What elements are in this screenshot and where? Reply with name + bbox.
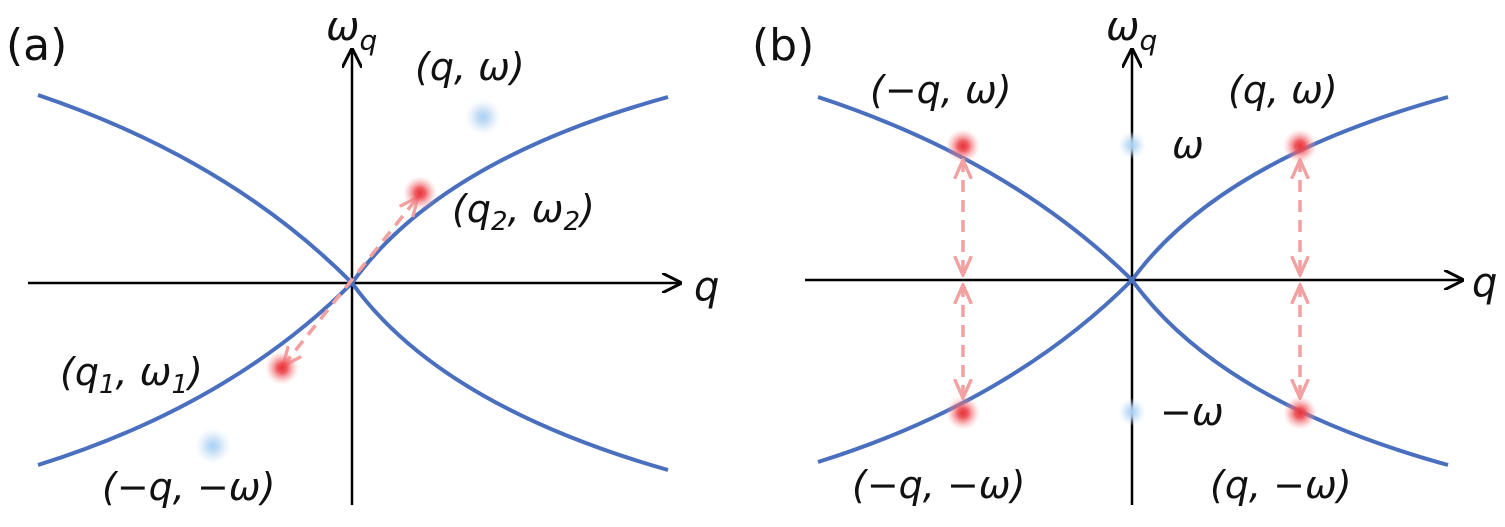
panel-a-point-neg-q-neg-omega — [195, 428, 231, 464]
panel-b-right-branch — [1129, 95, 1449, 467]
panel-b-label-neg-q-omega: (−q, ω) — [870, 68, 1012, 112]
panel-b-label-q-omega: (q, ω) — [1228, 68, 1338, 112]
panel-b-label-neg-q-neg-omega: (−q, −ω) — [852, 463, 1025, 507]
panel-a-x-axis-label: q — [694, 264, 719, 310]
panel-a-y-axis-label: ωq — [326, 4, 377, 57]
panel-b-point-omega — [1118, 131, 1146, 159]
panel-a-label-q2-omega2: (q2, ω2) — [452, 187, 595, 237]
panel-b-y-axis-label: ωq — [1106, 4, 1157, 57]
panel-a-point-q1-omega1 — [265, 351, 299, 385]
panel-a-left-branch — [37, 93, 355, 467]
panel-a-label: (a) — [6, 20, 67, 71]
panel-b-label-q-neg-omega: (q, −ω) — [1210, 463, 1352, 507]
panel-b-point-neg-q-omega — [946, 129, 980, 163]
panel-b-point-q-omega — [1283, 129, 1317, 163]
panel-b-label: (b) — [752, 20, 814, 71]
panel-a: (a) q ωq (q, ω) (q2, ω2) (q1, ω1) (−q, −… — [6, 4, 719, 509]
panel-b-point-neg-q-neg-omega — [946, 396, 980, 430]
panel-b-point-q-neg-omega — [1283, 396, 1317, 430]
panel-a-dashed-arrow — [283, 197, 418, 366]
panel-a-point-q2-omega2 — [403, 176, 437, 210]
panel-a-label-q1-omega1: (q1, ω1) — [60, 350, 203, 400]
panel-b: (b) q ωq (−q, ω) (q, ω) ω −ω (−q, −ω) (q… — [752, 4, 1497, 507]
panel-a-label-neg-q-neg-omega: (−q, −ω) — [102, 465, 275, 509]
panel-b-point-neg-omega — [1118, 398, 1146, 426]
panel-b-label-neg-omega: −ω — [1160, 390, 1224, 434]
panel-a-label-q-omega: (q, ω) — [415, 45, 525, 89]
panel-b-label-omega: ω — [1172, 123, 1204, 167]
panel-a-point-q-omega — [465, 99, 501, 135]
panel-b-x-axis-label: q — [1472, 260, 1497, 306]
